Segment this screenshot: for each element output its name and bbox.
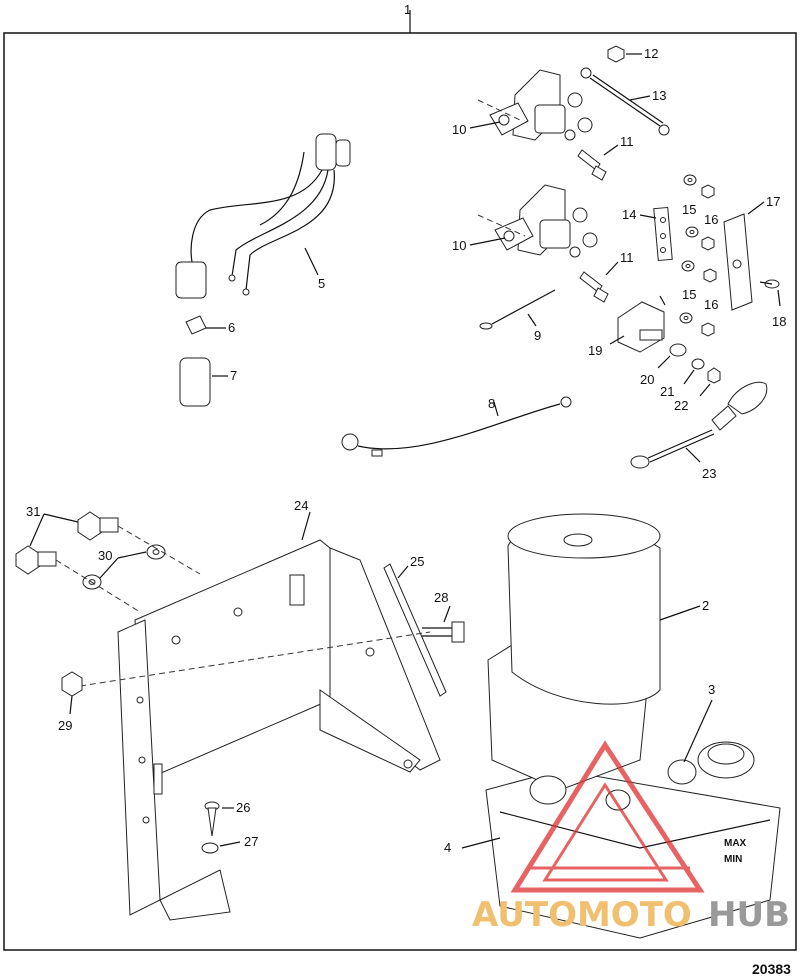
watermark-triangle-logo [510,740,705,893]
callout-5: 5 [318,276,325,291]
callout-10-top: 10 [452,122,466,137]
wiring-harness-5 [175,133,351,299]
callout-14: 14 [622,207,636,222]
bolt-28 [422,621,465,643]
trim-pump-assembly [485,513,781,939]
reservoir-min-mark: MIN [724,854,742,865]
callout-16-top: 16 [704,212,718,227]
callout-29: 29 [58,718,72,733]
callout-19: 19 [588,343,602,358]
callout-13: 13 [652,88,666,103]
callout-11-bottom: 11 [620,250,634,265]
callout-20: 20 [640,372,654,387]
circuit-breaker-19 [617,295,666,353]
callout-12: 12 [644,46,658,61]
watermark-text-left: AUTOMOTO [472,895,692,935]
diagram-frame [3,32,797,951]
callout-27: 27 [244,834,258,849]
nut-22 [707,367,721,384]
callout-30: 30 [98,548,112,563]
connector-lock-6 [185,315,207,335]
screw-18 [759,279,780,289]
connector-7 [179,357,211,407]
callout-18: 18 [772,314,786,329]
washer-20 [669,343,687,357]
callout-2: 2 [702,598,709,613]
isolator-strip-25 [383,563,447,697]
callout-24: 24 [294,498,308,513]
callout-6: 6 [228,320,235,335]
washers-30 [82,544,166,590]
screw-26 [204,801,220,837]
bolt-11-top [577,149,607,181]
callout-16-bottom: 16 [704,297,718,312]
callout-1: 1 [404,2,411,17]
callout-3: 3 [708,682,715,697]
callout-7: 7 [230,368,237,383]
callout-26: 26 [236,800,250,815]
ground-wire-9 [479,289,556,330]
nut-12 [607,45,625,63]
nuts-16 [701,184,717,337]
solenoid-bottom [477,184,598,258]
callout-10-bottom: 10 [452,238,466,253]
lock-washer-21 [691,358,705,370]
bolts-31 [15,511,119,575]
callout-4: 4 [444,840,451,855]
callout-17: 17 [766,194,780,209]
callout-11-top: 11 [620,134,634,149]
bolt-11-bottom [579,271,609,303]
washers-15 [679,174,699,324]
automotohub-watermark [510,740,705,893]
callout-22: 22 [674,398,688,413]
washer-27 [201,842,219,854]
callout-8: 8 [488,396,495,411]
callout-25: 25 [410,554,424,569]
callout-15-bottom: 15 [682,287,696,302]
callout-9: 9 [534,328,541,343]
callout-15-top: 15 [682,202,696,217]
ground-wire-8 [341,396,572,457]
solenoid-top [477,69,593,141]
positive-cable-23 [630,381,768,469]
watermark-text-right: HUB [708,895,790,935]
callout-28: 28 [434,590,448,605]
jumper-strap-13 [580,67,670,136]
nut-29 [61,671,83,697]
callout-23: 23 [702,466,716,481]
callout-21: 21 [660,384,674,399]
document-number: 20383 [752,961,791,977]
reservoir-max-mark: MAX [724,838,747,849]
mounting-bracket-24 [117,539,441,921]
callout-31: 31 [26,504,40,519]
